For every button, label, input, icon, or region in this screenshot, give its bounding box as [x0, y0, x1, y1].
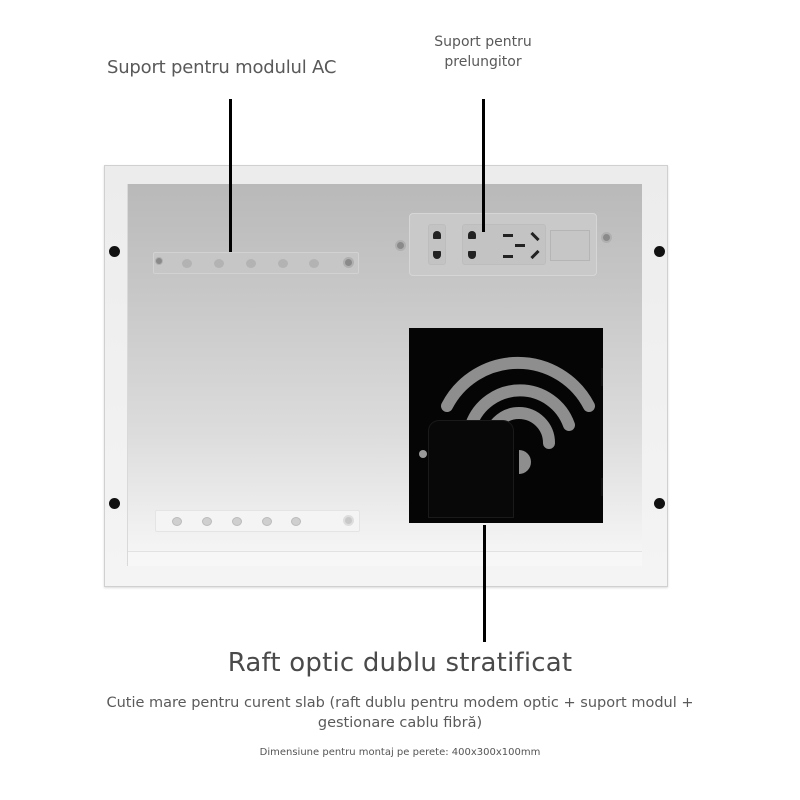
distribution-box	[104, 165, 668, 587]
optical-rack-label: Raft optic dublu stratificat	[227, 648, 573, 678]
power-strip	[409, 213, 597, 276]
extension-support-leader-line	[482, 99, 485, 232]
extension-support-label: Suport pentru prelungitor	[434, 34, 532, 70]
mount-hole-icon	[654, 246, 665, 257]
strip-switch	[550, 230, 590, 261]
ac-module-bracket	[153, 252, 359, 274]
optical-rack-leader-line	[483, 525, 486, 642]
screw-icon	[155, 257, 163, 265]
mount-hole-icon	[109, 246, 120, 257]
power-outlet-icon	[462, 224, 546, 265]
power-outlet-icon	[428, 224, 446, 265]
screw-icon	[343, 515, 354, 526]
ac-module-support-label: Suport pentru modulul AC	[107, 57, 337, 78]
mount-hole-icon	[654, 498, 665, 509]
screw-icon	[395, 240, 406, 251]
ac-support-leader-line	[229, 99, 232, 252]
product-dimensions: Dimensiune pentru montaj pe perete: 400x…	[259, 747, 541, 758]
screw-icon	[601, 232, 612, 243]
mount-hole-icon	[109, 498, 120, 509]
product-description: Cutie mare pentru curent slab (raft dubl…	[106, 695, 694, 731]
optical-modem	[429, 421, 513, 517]
screw-icon	[343, 257, 354, 268]
wifi-icon	[419, 356, 603, 496]
cable-management-bracket	[155, 510, 360, 532]
